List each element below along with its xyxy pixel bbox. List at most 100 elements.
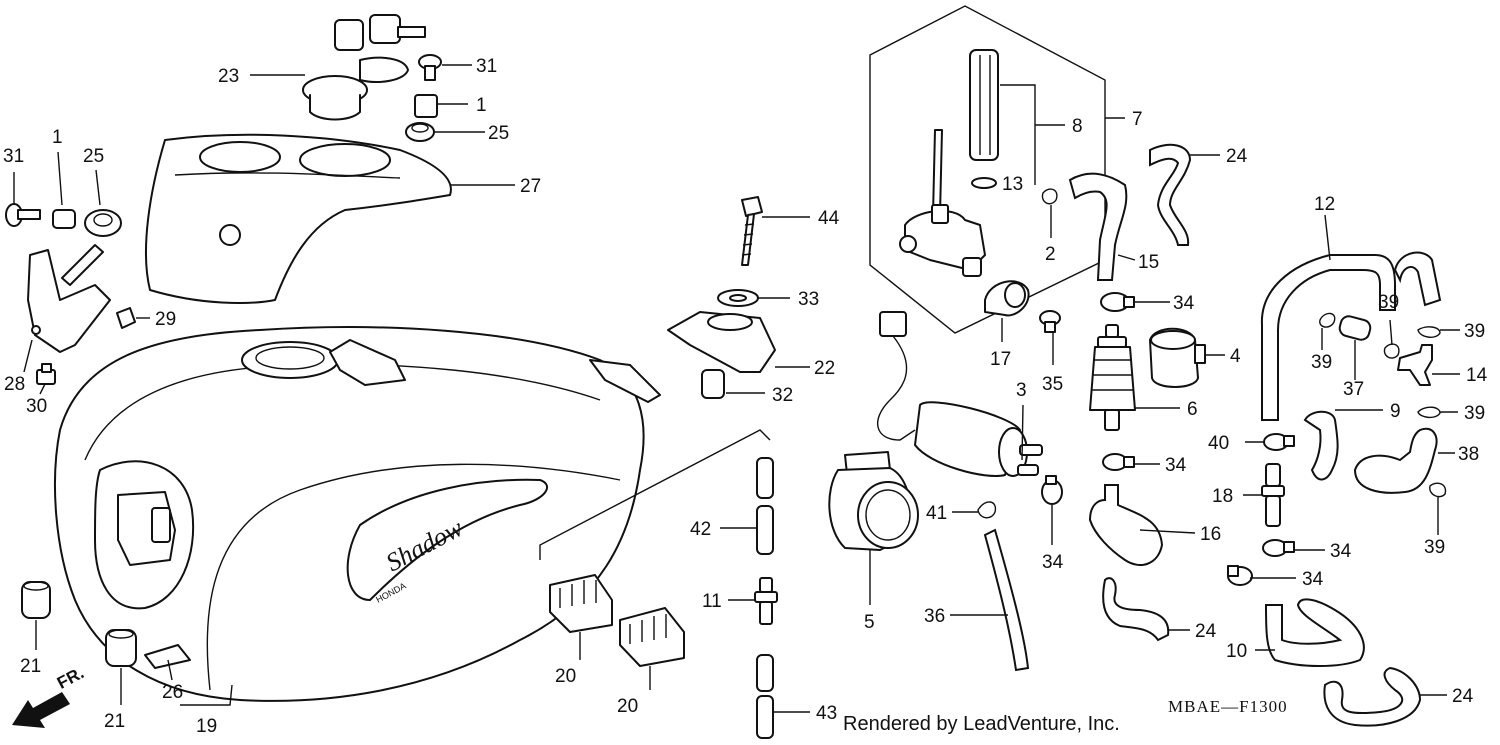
fuel-filter-6-part[interactable] bbox=[1089, 324, 1136, 431]
bracket-28-part[interactable] bbox=[27, 244, 111, 353]
callout-25-top: 25 bbox=[488, 123, 509, 144]
callout-33: 33 bbox=[798, 289, 819, 310]
washer-33-part[interactable] bbox=[717, 289, 759, 307]
clip-41-part[interactable] bbox=[977, 501, 997, 519]
callout-11: 11 bbox=[702, 591, 722, 612]
callout-2: 2 bbox=[1045, 244, 1056, 265]
clamp-34-c-part[interactable] bbox=[1041, 475, 1063, 505]
callout-8: 8 bbox=[1072, 116, 1083, 137]
callout-21-right: 21 bbox=[104, 711, 125, 732]
callout-19: 19 bbox=[196, 716, 217, 737]
hose-12-part[interactable] bbox=[1260, 251, 1442, 421]
clip-2-part[interactable] bbox=[1041, 188, 1058, 205]
cushion-21-right-part[interactable] bbox=[105, 629, 137, 667]
rubber-20-left-part[interactable] bbox=[549, 574, 613, 633]
hose-36-part[interactable] bbox=[983, 528, 1030, 672]
callout-39-d: 39 bbox=[1464, 403, 1485, 424]
callout-1-left: 1 bbox=[52, 127, 63, 148]
collar-1-left-part[interactable] bbox=[52, 209, 76, 229]
hose-38-part[interactable] bbox=[1353, 427, 1438, 494]
clamp-40-part[interactable] bbox=[1263, 433, 1295, 451]
callout-23: 23 bbox=[218, 66, 239, 87]
hose-16-part[interactable] bbox=[1088, 484, 1164, 566]
clip-39-a-part[interactable] bbox=[1319, 312, 1336, 328]
bolt-30-part[interactable] bbox=[36, 363, 56, 385]
callout-34-b: 34 bbox=[1165, 455, 1187, 476]
grommet-25-top-part[interactable] bbox=[405, 122, 435, 142]
joint-14-part[interactable] bbox=[1397, 344, 1433, 386]
callout-29: 29 bbox=[155, 309, 176, 330]
joint-11-part[interactable] bbox=[754, 577, 778, 625]
callout-39-e: 39 bbox=[1424, 537, 1445, 558]
callout-25-left: 25 bbox=[83, 146, 104, 167]
bolt-44-part[interactable] bbox=[741, 196, 763, 266]
filter-holder-4-part[interactable] bbox=[1149, 327, 1206, 388]
screw-31-top-part[interactable] bbox=[418, 54, 442, 81]
fuel-valve-assembly-7-part[interactable] bbox=[869, 5, 1106, 334]
callout-27: 27 bbox=[520, 176, 541, 197]
callout-44: 44 bbox=[818, 208, 840, 229]
callout-7: 7 bbox=[1132, 109, 1143, 130]
callout-37: 37 bbox=[1343, 379, 1364, 400]
seal-26-part[interactable] bbox=[144, 644, 191, 669]
callout-28: 28 bbox=[4, 374, 25, 395]
clamp-34-a-part[interactable] bbox=[1100, 292, 1135, 312]
callout-41: 41 bbox=[926, 503, 947, 524]
callout-20-right: 20 bbox=[617, 696, 638, 717]
callout-30: 30 bbox=[26, 396, 47, 417]
callout-17: 17 bbox=[990, 349, 1011, 370]
bracket-22-part[interactable] bbox=[667, 311, 776, 373]
rubber-20-right-part[interactable] bbox=[619, 607, 685, 667]
clip-39-d-part[interactable] bbox=[1417, 406, 1441, 419]
hose-24-bottom-part[interactable] bbox=[1323, 666, 1422, 727]
callout-35: 35 bbox=[1042, 374, 1063, 395]
clip-39-c-part[interactable] bbox=[1417, 326, 1441, 338]
screw-31-left-part[interactable] bbox=[5, 203, 41, 227]
clamp-34-e-part[interactable] bbox=[1227, 565, 1253, 586]
fuel-tank-part[interactable]: Shadow HONDA bbox=[54, 326, 661, 702]
clip-39-e-part[interactable] bbox=[1429, 482, 1447, 498]
callout-26: 26 bbox=[162, 682, 183, 703]
hose-42-part[interactable] bbox=[756, 457, 774, 555]
hose-37-part[interactable] bbox=[1338, 314, 1372, 341]
tank-cover-part[interactable] bbox=[145, 133, 452, 304]
callout-9: 9 bbox=[1390, 401, 1401, 422]
joint-18-part[interactable] bbox=[1261, 463, 1285, 527]
clip-39-b-part[interactable] bbox=[1383, 343, 1400, 359]
screw-35-part[interactable] bbox=[1039, 310, 1061, 333]
cushion-21-left-part[interactable] bbox=[21, 581, 51, 619]
fuel-pump-3-part[interactable] bbox=[877, 311, 1043, 477]
hose-10-part[interactable] bbox=[1264, 598, 1365, 667]
callout-34-d: 34 bbox=[1330, 541, 1352, 562]
callout-39-b: 39 bbox=[1378, 292, 1399, 313]
hose-43-part[interactable] bbox=[756, 654, 774, 739]
callout-34-e: 34 bbox=[1302, 569, 1324, 590]
collar-32-part[interactable] bbox=[701, 369, 725, 399]
hose-9-part[interactable] bbox=[1303, 410, 1339, 481]
damper-17-part[interactable] bbox=[984, 280, 1030, 317]
nut-29-part[interactable] bbox=[116, 307, 136, 329]
clamp-34-d-part[interactable] bbox=[1262, 539, 1295, 557]
callout-10: 10 bbox=[1226, 641, 1247, 662]
callout-6: 6 bbox=[1187, 399, 1198, 420]
hose-15-part[interactable] bbox=[1068, 172, 1128, 281]
callout-5: 5 bbox=[864, 612, 875, 633]
leader-lines bbox=[13, 64, 1460, 713]
callout-24-top: 24 bbox=[1226, 146, 1248, 167]
callout-32: 32 bbox=[772, 385, 793, 406]
callout-18: 18 bbox=[1212, 486, 1233, 507]
clamp-34-b-part[interactable] bbox=[1102, 453, 1135, 471]
fuel-cap-part[interactable] bbox=[302, 14, 426, 121]
callout-43: 43 bbox=[816, 703, 837, 724]
hose-24-middle-part[interactable] bbox=[1102, 577, 1170, 642]
callout-12: 12 bbox=[1314, 194, 1335, 215]
grommet-25-left-part[interactable] bbox=[84, 209, 122, 237]
diagram-code: MBAE—F1300 bbox=[1168, 697, 1288, 716]
callout-3: 3 bbox=[1016, 380, 1027, 401]
callout-42: 42 bbox=[690, 519, 711, 540]
hose-24-top-part[interactable] bbox=[1149, 143, 1192, 246]
callout-4: 4 bbox=[1230, 346, 1241, 367]
filter-holder-5-part[interactable] bbox=[828, 451, 919, 551]
collar-1-top-part[interactable] bbox=[414, 94, 438, 118]
